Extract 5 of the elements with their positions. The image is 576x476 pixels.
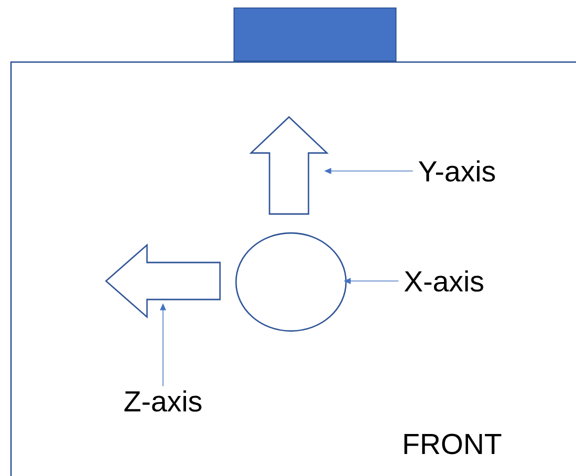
axis-label: Z-axis bbox=[124, 390, 202, 412]
view-label: FRONT bbox=[404, 434, 502, 454]
ellipse bbox=[235, 232, 347, 332]
axis-label: Y-axis bbox=[418, 160, 495, 182]
axis-label: X-axis bbox=[404, 270, 484, 292]
